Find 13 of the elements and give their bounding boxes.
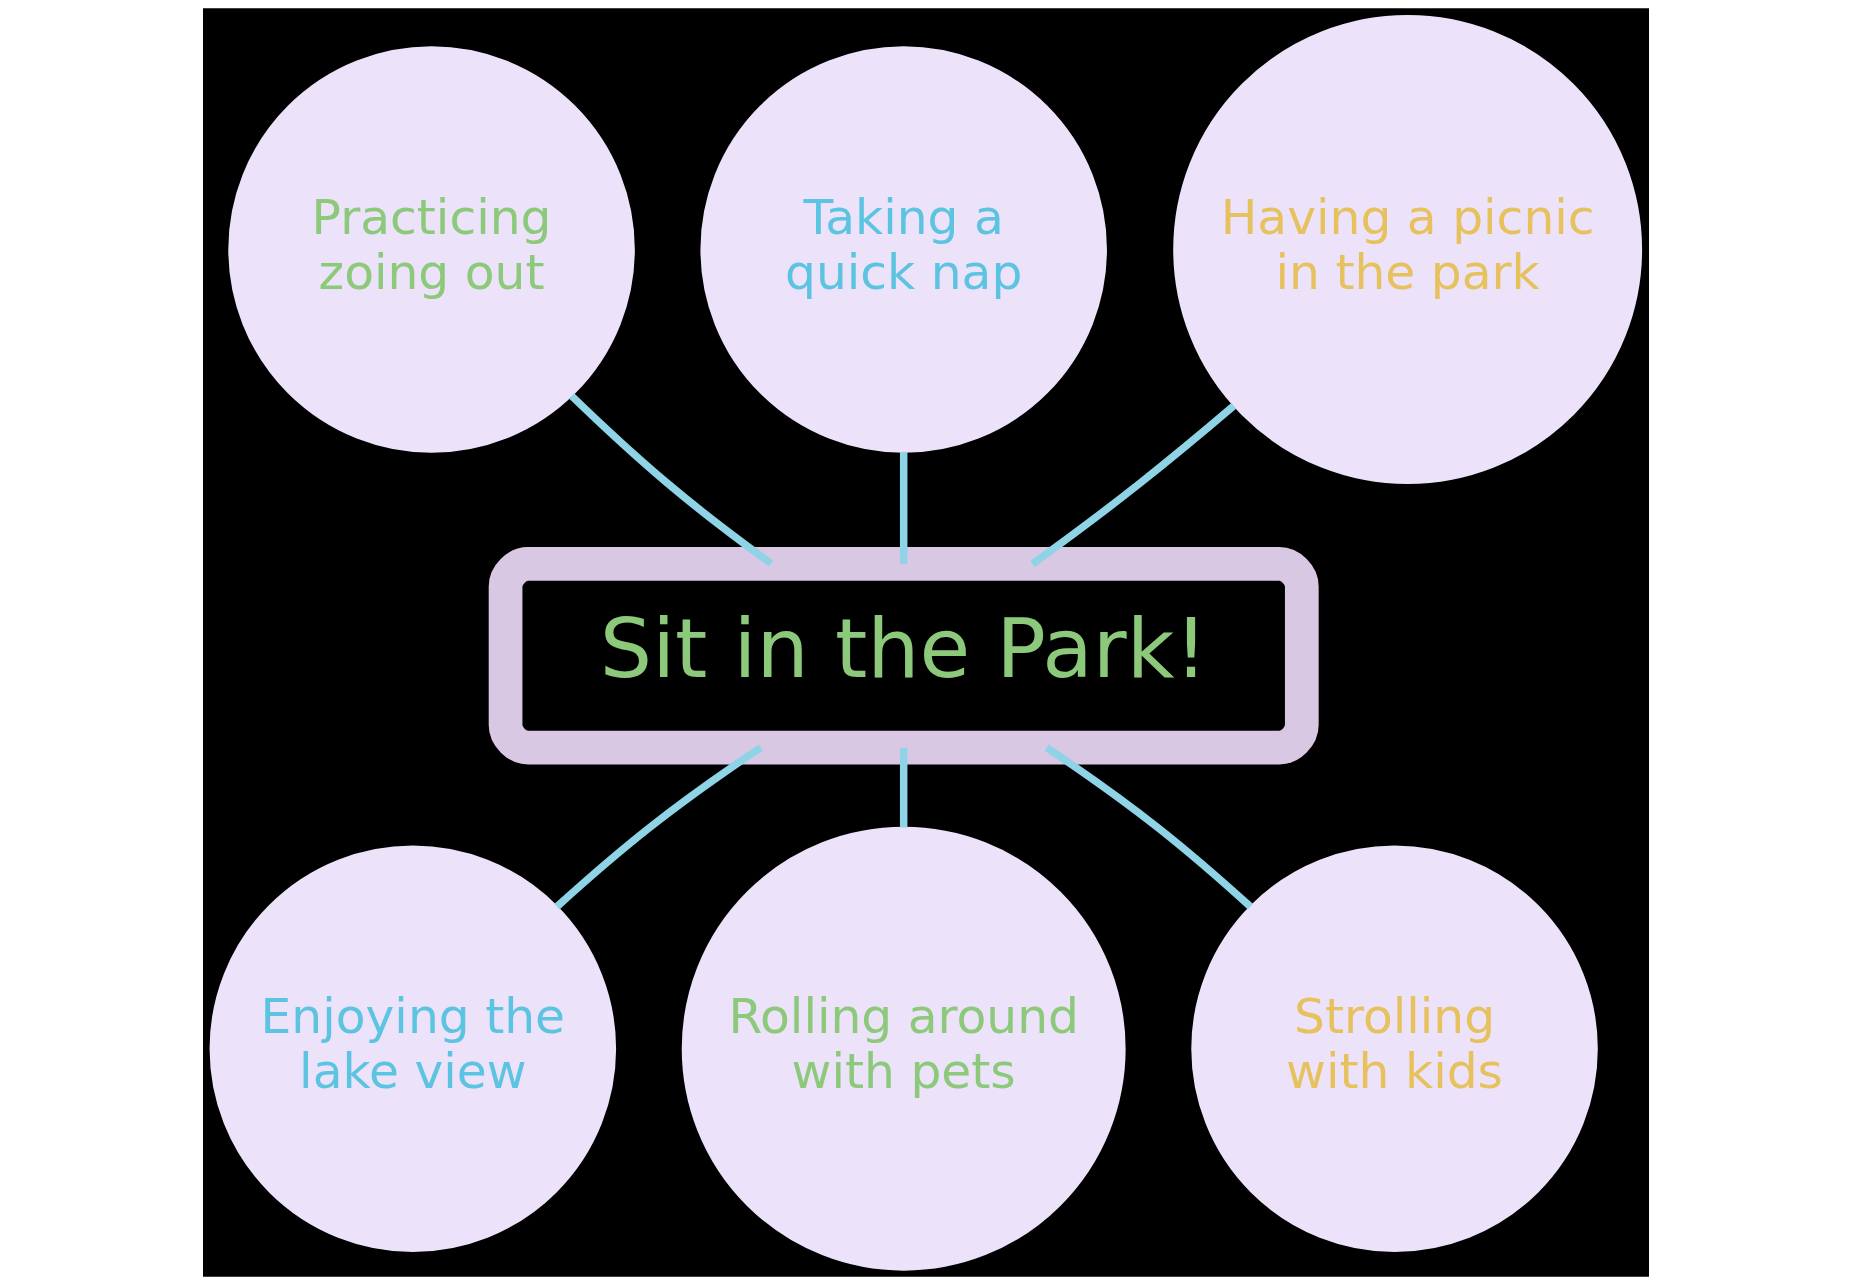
connector — [554, 744, 763, 910]
node-circle: Taking a quick nap — [699, 46, 1107, 453]
node-circle: Enjoying the lake view — [209, 845, 616, 1252]
connector — [899, 747, 907, 828]
node-box: Sit in the Park! — [488, 547, 1319, 765]
node-circle: Rolling around with pets — [681, 826, 1126, 1271]
node-circle: Having a picnic in the park — [1172, 15, 1642, 484]
connector — [1029, 403, 1236, 567]
node-circle: Strolling with kids — [1190, 845, 1598, 1252]
node-circle: Practicing zoing out — [227, 46, 635, 453]
connector — [1044, 744, 1253, 910]
connector — [899, 452, 907, 564]
connector — [568, 393, 773, 567]
